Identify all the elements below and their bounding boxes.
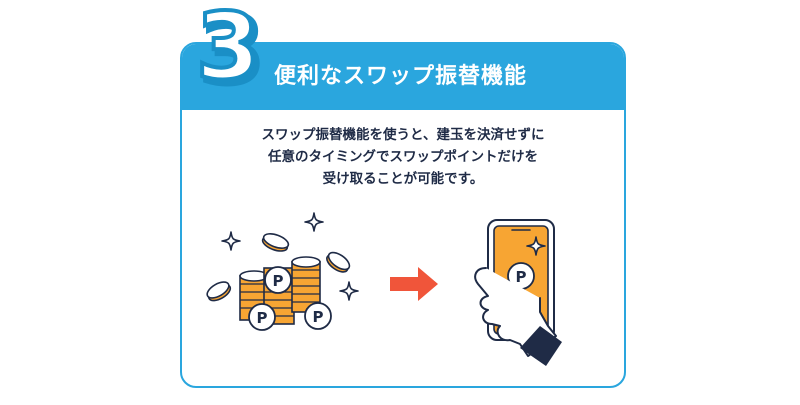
card-header xyxy=(182,44,624,110)
description-line-1: スワップ振替機能を使うと、建玉を決済せずに xyxy=(261,127,545,143)
arrow-right-icon xyxy=(390,267,438,301)
description: スワップ振替機能を使うと、建玉を決済せずに 任意のタイミングでスワップポイントだ… xyxy=(180,124,626,190)
floating-coin xyxy=(261,233,290,252)
hand-illustration xyxy=(474,267,562,366)
svg-text:P: P xyxy=(257,309,268,327)
description-line-3: 受け取ることが可能です。 xyxy=(322,171,484,187)
description-line-2: 任意のタイミングでスワップポイントだけを xyxy=(268,149,538,165)
sparkle-icon xyxy=(221,231,241,251)
feature-card: 便利なスワップ振替機能 xyxy=(180,42,626,388)
step-number-shadow: 3 xyxy=(200,0,264,98)
floating-coin xyxy=(326,251,351,273)
p-coin: P xyxy=(304,302,332,330)
sparkle-icon xyxy=(304,212,324,232)
card-title: 便利なスワップ振替機能 xyxy=(274,64,528,89)
step-number-badge: 3 3 xyxy=(194,0,267,98)
floating-coin xyxy=(206,281,232,302)
svg-text:P: P xyxy=(313,308,324,326)
p-coin: P xyxy=(264,266,292,294)
phone-p-symbol: P xyxy=(516,268,527,286)
p-coin: P xyxy=(248,303,276,331)
svg-text:P: P xyxy=(273,272,284,290)
sparkle-icon xyxy=(339,281,359,301)
sleeve xyxy=(520,326,562,366)
step-number: 3 xyxy=(196,0,260,98)
